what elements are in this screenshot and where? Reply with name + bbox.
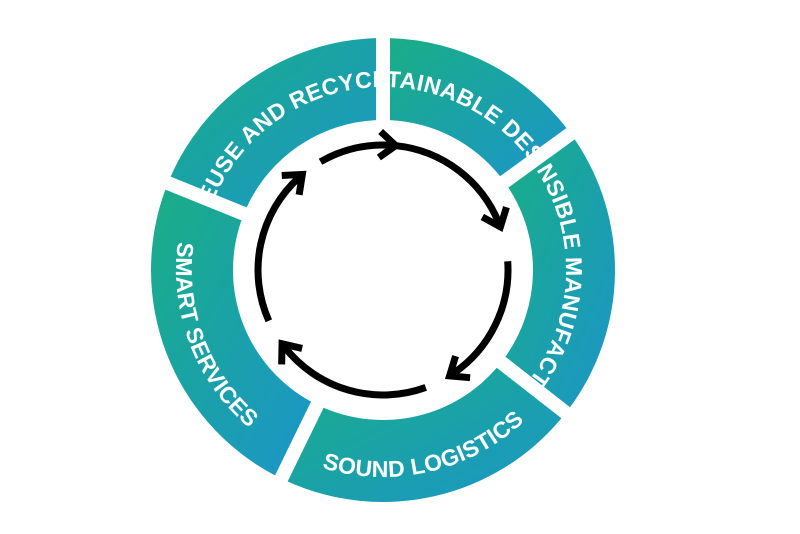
- segment-sound-logistics: [287, 367, 562, 502]
- cycle-arrow-1: [395, 142, 503, 225]
- arrowhead-icon: [480, 206, 510, 233]
- cycle-arrow-5: [318, 141, 392, 165]
- arrowhead-icon: [281, 170, 307, 196]
- segment-ring: [150, 38, 615, 502]
- cycle-arrow-3: [281, 344, 427, 399]
- cycle-arrow-4: [254, 174, 302, 323]
- arrowhead-icon: [376, 128, 402, 161]
- segment-reuse-and-recycle: [170, 38, 376, 208]
- segment-sustainable-design: [390, 38, 567, 177]
- arrowhead-icon: [444, 355, 471, 382]
- segment-smart-services: [150, 189, 312, 476]
- segment-responsible-manufacturing: [505, 139, 615, 408]
- cycle-arrow-2: [450, 261, 512, 377]
- arrowhead-icon: [278, 339, 303, 365]
- cycle-arrows: [254, 128, 512, 399]
